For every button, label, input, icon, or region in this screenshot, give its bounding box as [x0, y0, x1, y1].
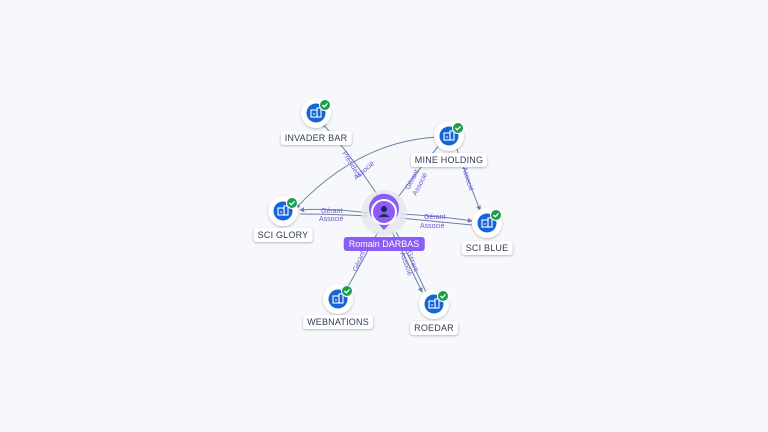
edge-label-glory-associe: Associé [319, 216, 344, 223]
company-node-sci-blue[interactable] [472, 208, 502, 238]
verified-check-icon [437, 290, 449, 302]
company-node-sci-glory[interactable] [268, 196, 298, 226]
company-building-icon [481, 217, 493, 228]
node-label-mine-holding[interactable]: MINE HOLDING [410, 153, 488, 167]
edge-center-mine-holding [395, 141, 443, 201]
edge-label-blue-associe: Associé [420, 223, 445, 230]
company-node-roedar[interactable] [419, 289, 449, 319]
edge-center-sci-glory-b [299, 213, 369, 217]
verified-check-icon [319, 99, 331, 111]
node-label-sci-glory[interactable]: SCI GLORY [253, 228, 313, 242]
node-label-sci-blue[interactable]: SCI BLUE [461, 241, 513, 255]
verified-check-icon [341, 285, 353, 297]
company-building-icon [332, 293, 344, 304]
edge-label-blue-gerant: Gérant [424, 214, 445, 221]
edge-center-invader-bar [321, 122, 381, 200]
node-label-roedar[interactable]: ROEDAR [410, 321, 458, 335]
edge-label-mine-blue-associe: Associé [460, 166, 474, 192]
verified-check-icon [490, 209, 502, 221]
company-building-icon [277, 205, 289, 216]
verified-check-icon [452, 122, 464, 134]
node-label-invader-bar[interactable]: INVADER BAR [280, 131, 352, 145]
company-building-icon [443, 130, 455, 141]
edge-center-sci-blue-b [399, 217, 473, 226]
company-building-icon [428, 298, 440, 309]
node-label-webnations[interactable]: WEBNATIONS [303, 315, 373, 329]
verified-check-icon [286, 197, 298, 209]
company-node-mine-holding[interactable] [434, 121, 464, 151]
center-node-label[interactable]: Romain DARBAS [343, 237, 425, 251]
edge-mine-holding-sci-glory [295, 136, 441, 209]
company-building-icon [310, 107, 322, 118]
center-person-node[interactable] [361, 190, 407, 236]
company-node-webnations[interactable] [323, 284, 353, 314]
edge-label-webnations-gerant: Gérant [352, 250, 367, 273]
edge-mine-holding-sci-blue [454, 143, 481, 211]
edge-label-glory-gerant: Gérant [321, 208, 342, 215]
edge-center-sci-blue-a [399, 213, 473, 223]
person-icon [378, 206, 390, 217]
company-nodes [268, 98, 502, 319]
company-node-invader-bar[interactable] [301, 98, 331, 128]
